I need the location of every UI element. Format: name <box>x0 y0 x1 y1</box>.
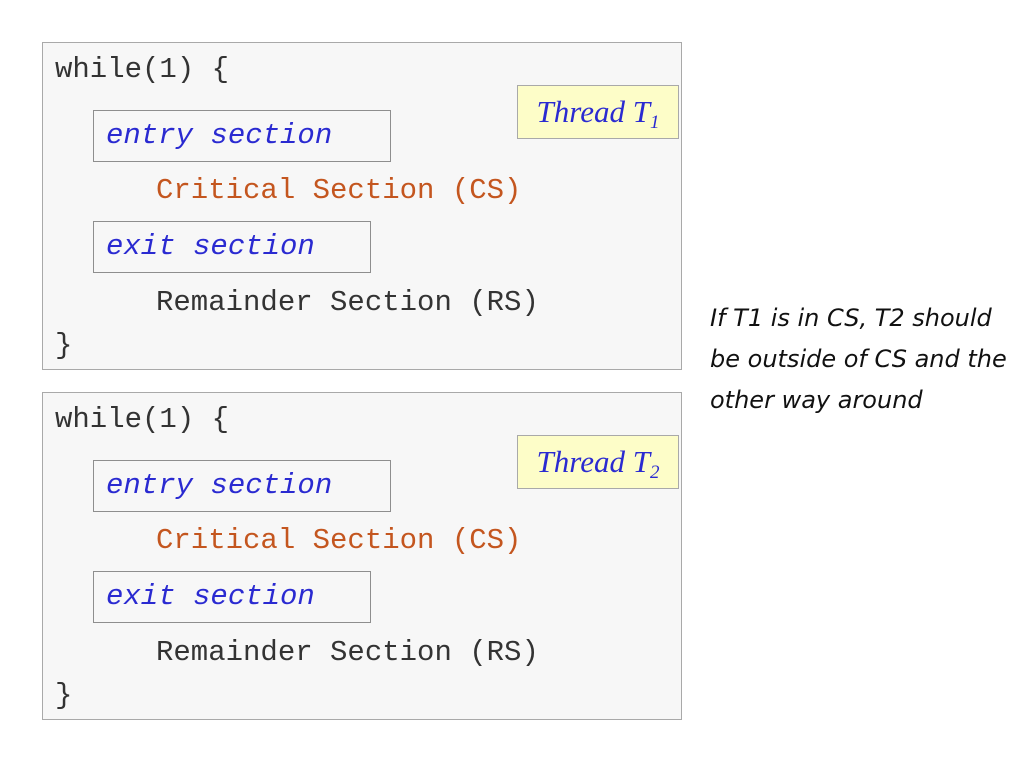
thread-tag-subscript: 2 <box>649 462 660 483</box>
entry-section-label: entry section <box>106 119 333 152</box>
loop-close: } <box>55 679 73 712</box>
loop-open: while(1) { <box>55 53 230 86</box>
thread-2-panel: while(1) { entry section Critical Sectio… <box>42 392 682 720</box>
remainder-section-label: Remainder Section (RS) <box>156 636 539 669</box>
entry-section-box: entry section <box>93 460 391 512</box>
thread-tag-text: Thread T <box>536 94 650 129</box>
critical-section-label: Critical Section (CS) <box>156 174 522 207</box>
loop-close: } <box>55 329 73 362</box>
entry-section-label: entry section <box>106 469 333 502</box>
remainder-section-label: Remainder Section (RS) <box>156 286 539 319</box>
critical-section-label: Critical Section (CS) <box>156 524 522 557</box>
mutual-exclusion-note: If T1 is in CS, T2 should be outside of … <box>710 304 1007 414</box>
thread-tag-subscript: 1 <box>649 112 660 133</box>
exit-section-label: exit section <box>106 580 315 613</box>
loop-open: while(1) { <box>55 403 230 436</box>
exit-section-label: exit section <box>106 230 315 263</box>
thread-tag-text: Thread T <box>536 444 650 479</box>
exit-section-box: exit section <box>93 221 371 273</box>
exit-section-box: exit section <box>93 571 371 623</box>
thread-1-panel: while(1) { entry section Critical Sectio… <box>42 42 682 370</box>
entry-section-box: entry section <box>93 110 391 162</box>
thread-tag: Thread T2 <box>517 435 679 489</box>
thread-tag: Thread T1 <box>517 85 679 139</box>
